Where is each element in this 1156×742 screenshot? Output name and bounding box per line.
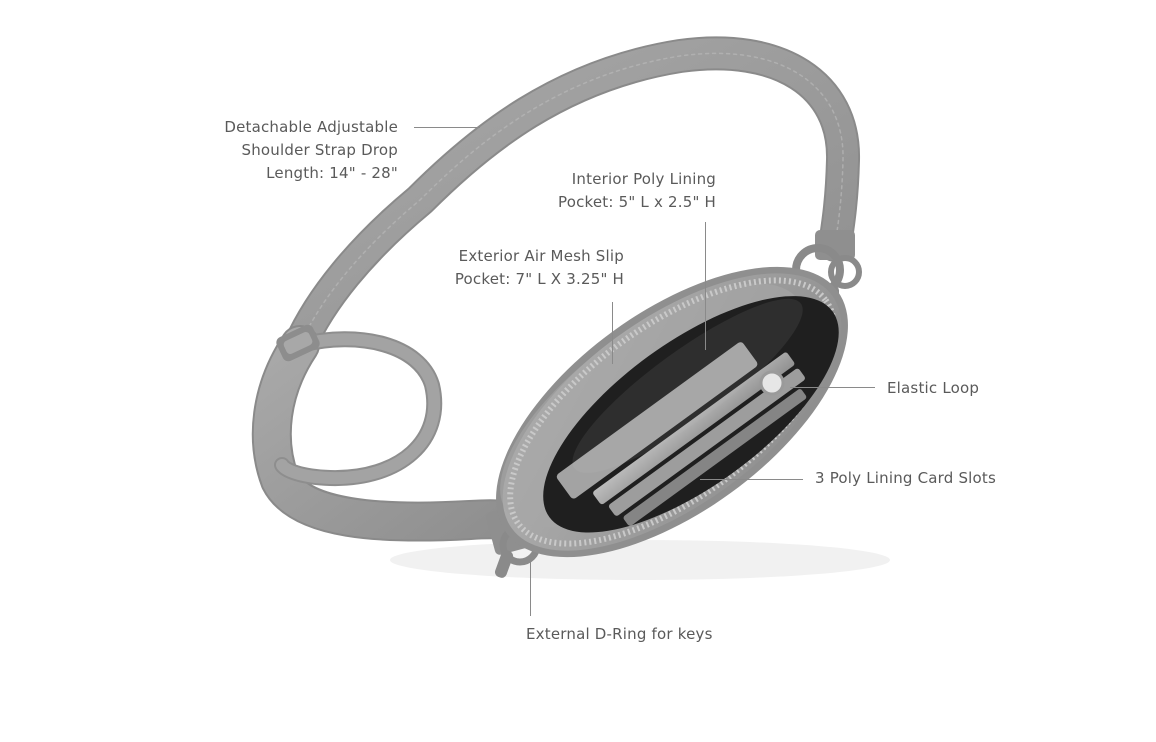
strap-callout-line1: Detachable Adjustable xyxy=(224,118,398,136)
d-ring-callout: External D-Ring for keys xyxy=(526,623,713,646)
strap-leader-line xyxy=(414,127,480,128)
strap-callout-line2: Shoulder Strap Drop xyxy=(241,141,398,159)
strap-callout-line3: Length: 14" - 28" xyxy=(266,164,398,182)
card-slots-leader-line xyxy=(700,479,803,480)
interior-pocket-callout: Interior Poly Lining Pocket: 5" L x 2.5"… xyxy=(546,168,716,214)
strap-callout: Detachable Adjustable Shoulder Strap Dro… xyxy=(218,116,398,185)
interior-pocket-callout-line2: Pocket: 5" L x 2.5" H xyxy=(557,193,716,211)
elastic-loop-callout: Elastic Loop xyxy=(887,377,979,400)
d-ring-leader-line xyxy=(530,560,531,616)
interior-pocket-leader-line xyxy=(705,222,706,350)
bag-body xyxy=(496,266,848,558)
exterior-pocket-callout: Exterior Air Mesh Slip Pocket: 7" L X 3.… xyxy=(440,245,624,291)
elastic-loop xyxy=(759,370,785,396)
bag-shadow xyxy=(390,540,890,580)
elastic-loop-leader-line xyxy=(790,387,875,388)
interior-pocket-callout-line1: Interior Poly Lining xyxy=(571,170,716,188)
card-slots-callout-line1: 3 Poly Lining Card Slots xyxy=(815,469,997,487)
exterior-pocket-callout-line2: Pocket: 7" L X 3.25" H xyxy=(454,270,624,288)
card-slots-callout: 3 Poly Lining Card Slots xyxy=(815,467,996,490)
d-ring-callout-line1: External D-Ring for keys xyxy=(526,625,713,643)
elastic-loop-callout-line1: Elastic Loop xyxy=(887,379,980,397)
exterior-pocket-callout-line1: Exterior Air Mesh Slip xyxy=(458,247,624,265)
exterior-pocket-leader-line xyxy=(612,302,613,364)
